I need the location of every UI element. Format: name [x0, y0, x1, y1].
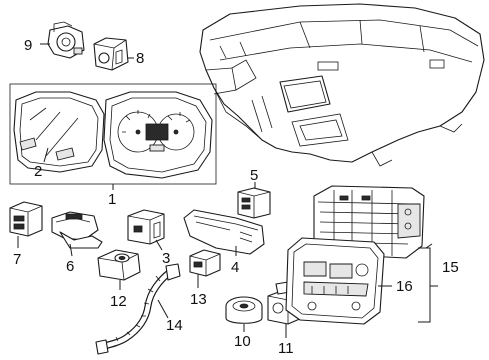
- part-13-switch: [189, 249, 221, 277]
- callout-labels: 9 8 2 1 5 7 6 3 4 12 13 14 10 11 15 16: [13, 37, 459, 357]
- callout-15: 15: [442, 259, 459, 276]
- callout-7: 7: [13, 251, 21, 268]
- part-7-switch: [9, 201, 43, 237]
- leader-lines: [17, 43, 438, 338]
- part-12-switch: [97, 249, 141, 281]
- part-9-rotary-switch: [47, 21, 85, 59]
- callout-9: 9: [24, 37, 32, 54]
- callout-10: 10: [234, 333, 251, 350]
- callout-8: 8: [136, 50, 144, 67]
- part-5-switch: [237, 187, 271, 219]
- callout-11: 11: [278, 340, 294, 357]
- callout-6: 6: [66, 258, 74, 275]
- callout-14: 14: [166, 317, 183, 334]
- callout-3: 3: [162, 250, 170, 267]
- instrument-panel-dashboard: [199, 3, 485, 167]
- part-6-switch-bracket: [51, 211, 103, 249]
- part-8-switch-module: [93, 37, 129, 71]
- callout-1: 1: [108, 191, 116, 208]
- part-16-hvac-control-panel: [285, 237, 385, 325]
- callout-5: 5: [250, 167, 258, 184]
- part-3-switch: [127, 209, 165, 245]
- callout-2: 2: [34, 163, 42, 180]
- part-4-garnish-strip: [183, 209, 265, 255]
- callout-4: 4: [231, 259, 239, 276]
- callout-12: 12: [110, 293, 127, 310]
- callout-13: 13: [190, 291, 207, 308]
- part-14-wire-harness: [95, 263, 181, 355]
- callout-16: 16: [396, 278, 413, 295]
- instrument-cluster-group: [9, 83, 217, 185]
- part-10-knob: [225, 296, 263, 324]
